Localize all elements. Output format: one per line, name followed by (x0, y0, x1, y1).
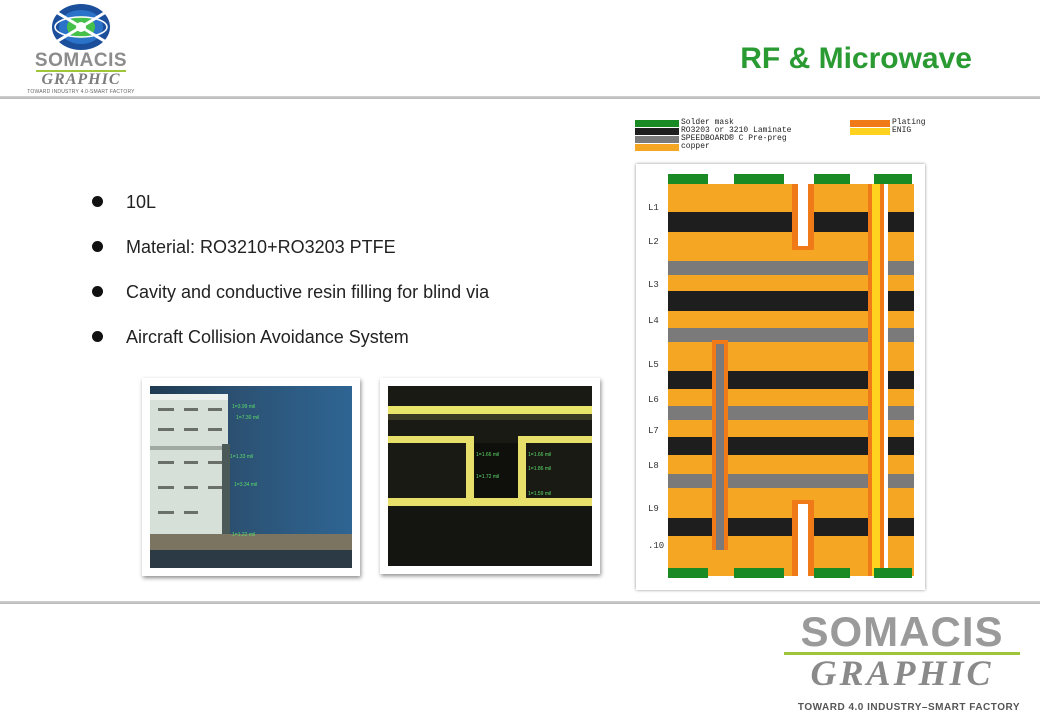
solder-mask-bottom (814, 568, 850, 578)
page-title: RF & Microwave (740, 42, 972, 75)
stackup-band (668, 328, 914, 342)
solder-mask-top (874, 174, 912, 184)
list-item: Cavity and conductive resin filling for … (92, 280, 489, 325)
layer-label: L6 (648, 395, 659, 405)
layer-label: .10 (648, 541, 665, 551)
cavity-top-void (798, 184, 808, 246)
bullet-icon (92, 331, 103, 342)
legend-label: RO3203 or 3210 Laminate (681, 126, 792, 135)
measurement-label: 1=1.33 mil (230, 454, 253, 460)
legend-label: Plating (892, 118, 926, 127)
cross-section-photo-right: 1=1.66 mil 1=1.72 mil 1=1.66 mil 1=1.86 … (380, 378, 600, 574)
legend-label: ENIG (892, 126, 912, 135)
measurement-label: 1=1.66 mil (528, 452, 551, 458)
measurement-label: 1=3.34 mil (234, 482, 257, 488)
bullet-icon (92, 286, 103, 297)
bullet-icon (92, 241, 103, 252)
stackup-band (668, 518, 914, 536)
footer-logo-wordmark: SOMACIS (800, 608, 1004, 655)
layer-label: L8 (648, 461, 659, 471)
stackup-graphic (668, 174, 914, 578)
solder-mask-top (814, 174, 850, 184)
layer-label: L2 (648, 237, 659, 247)
stackup-band (668, 406, 914, 420)
solder-mask-bottom (734, 568, 784, 578)
stackup-cross-section: L1 L2 L3 L4 L5 L6 L7 L8 L9 .10 (636, 164, 925, 590)
logo-tagline: TOWARD INDUSTRY 4.0-SMART FACTORY (27, 89, 135, 95)
legend-swatch-plating (850, 120, 890, 127)
measurement-label: 1=1.86 mil (528, 466, 551, 472)
footer-tagline: TOWARD 4.0 INDUSTRY–SMART FACTORY (797, 702, 1020, 713)
measurement-label: 1=1.22 mil (232, 532, 255, 538)
legend-swatch-solder-mask (635, 120, 679, 127)
layer-label: L7 (648, 426, 659, 436)
list-item: 10L (92, 190, 489, 235)
legend-swatch-copper (635, 144, 679, 151)
resin-fill (716, 344, 724, 550)
footer-logo-subtitle: GRAPHIC (784, 652, 1020, 691)
legend-swatch-prepreg (635, 136, 679, 143)
stackup-legend: Solder mask RO3203 or 3210 Laminate SPEE… (635, 118, 926, 162)
bottom-divider (0, 601, 1040, 604)
stackup-band (668, 371, 914, 389)
footer-logo: SOMACIS GRAPHIC TOWARD 4.0 INDUSTRY–SMAR… (784, 608, 1020, 716)
solder-mask-bottom (874, 568, 912, 578)
layer-label: L9 (648, 504, 659, 514)
enig-via (872, 184, 880, 576)
legend-swatch-enig (850, 128, 890, 135)
logo-subtitle: GRAPHIC (36, 70, 126, 88)
stackup-diagram: Solder mask RO3203 or 3210 Laminate SPEE… (635, 118, 926, 590)
list-item: Aircraft Collision Avoidance System (92, 325, 489, 370)
logo-wordmark: SOMACIS (34, 50, 128, 71)
stackup-band (668, 437, 914, 455)
cross-section-photo-left: 1=3.99 mil 1=7.30 mil 1=1.33 mil 1=3.34 … (142, 378, 360, 576)
layer-label: L4 (648, 316, 659, 326)
stackup-band (668, 212, 914, 232)
layer-label: L3 (648, 280, 659, 290)
measurement-label: 1=1.59 mil (528, 491, 551, 497)
stackup-band (668, 261, 914, 275)
legend-label: SPEEDBOARD® C Pre-preg (681, 134, 787, 143)
stackup-band (668, 244, 914, 252)
measurement-label: 1=1.66 mil (476, 452, 499, 458)
cavity-bottom-void (798, 504, 808, 576)
measurement-label: 1=1.72 mil (476, 474, 499, 480)
feature-list: 10L Material: RO3210+RO3203 PTFE Cavity … (92, 190, 489, 370)
layer-label: L5 (648, 360, 659, 370)
legend-swatch-laminate (635, 128, 679, 135)
measurement-label: 1=7.30 mil (236, 415, 259, 421)
via-gap (884, 184, 888, 576)
solder-mask-bottom (668, 568, 708, 578)
globe-icon (52, 4, 110, 50)
legend-label: Solder mask (681, 118, 734, 127)
stackup-band (668, 291, 914, 311)
header-logo: SOMACIS GRAPHIC TOWARD INDUSTRY 4.0-SMAR… (22, 0, 140, 104)
layer-label: L1 (648, 203, 659, 213)
solder-mask-top (734, 174, 784, 184)
legend-label: copper (681, 142, 710, 151)
top-divider (0, 96, 1040, 99)
list-item: Material: RO3210+RO3203 PTFE (92, 235, 489, 280)
bullet-icon (92, 196, 103, 207)
measurement-label: 1=3.99 mil (232, 404, 255, 410)
stackup-band (668, 474, 914, 488)
solder-mask-top (668, 174, 708, 184)
